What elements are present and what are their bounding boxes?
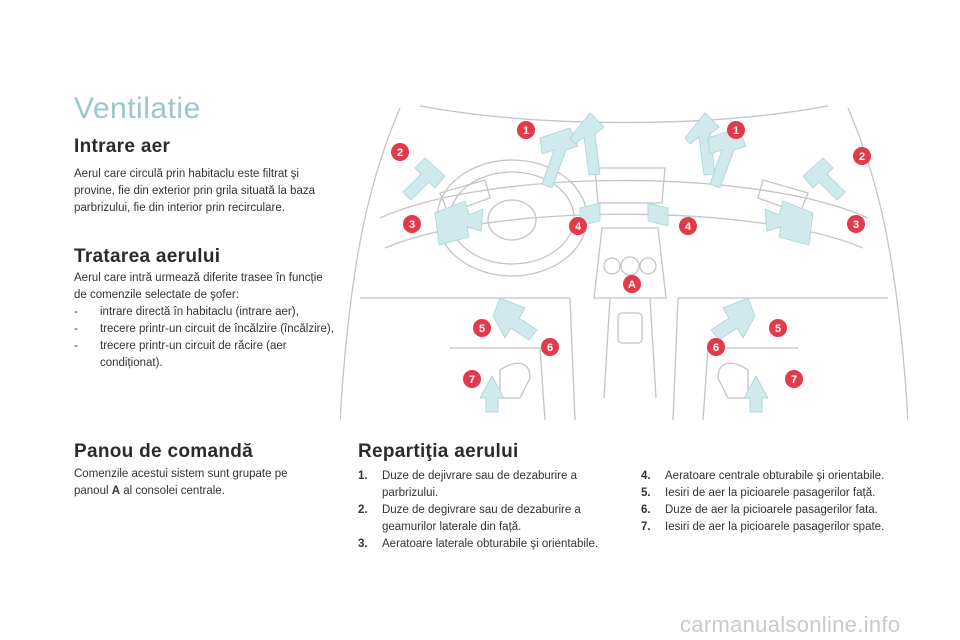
tratare-intro: Aerul care intră urmează diferite trasee… — [74, 272, 323, 301]
callout-badge: 6 — [541, 338, 559, 356]
list-item: 5.Iesiri de aer la picioarele pasagerilo… — [641, 487, 876, 499]
svg-text:6: 6 — [713, 342, 719, 354]
callout-badge: 2 — [853, 147, 871, 165]
list-item: 1.Duze de dejivrare sau de dezaburire a … — [358, 470, 577, 499]
svg-text:7: 7 — [791, 374, 797, 386]
callout-badge: 1 — [517, 121, 535, 139]
interior-lines — [340, 105, 908, 420]
svg-text:3: 3 — [853, 219, 859, 231]
list-item: 6.Duze de aer la picioarele pasagerilor … — [641, 504, 878, 516]
heading-intrare-aer: Intrare aer — [74, 136, 171, 157]
callout-badge: 6 — [707, 338, 725, 356]
tratare-bullet: -trecere printr-un circuit de răcire (ae… — [74, 340, 287, 369]
panel-letter: A — [111, 485, 121, 497]
paragraph-panou: Comenzile acestui sistem sunt grupate pe… — [74, 468, 288, 497]
repartitia-list-left: 1.Duze de dejivrare sau de dezaburire a … — [358, 468, 623, 553]
svg-text:7: 7 — [469, 374, 475, 386]
callout-badge: 5 — [769, 319, 787, 337]
list-item: 7.Iesiri de aer la picioarele pasagerilo… — [641, 521, 885, 533]
callout-badge: 3 — [403, 215, 421, 233]
svg-text:6: 6 — [547, 342, 553, 354]
callout-badge: 1 — [727, 121, 745, 139]
heading-tratarea-aerului: Tratarea aerului — [74, 246, 221, 267]
tratare-block: Aerul care intră urmează diferite trasee… — [74, 270, 336, 372]
callout-badge: 5 — [473, 319, 491, 337]
svg-text:5: 5 — [775, 323, 781, 335]
svg-text:5: 5 — [479, 323, 485, 335]
callout-badge: 4 — [679, 217, 697, 235]
heading-repartitia-aerului: Repartiţia aerului — [358, 441, 519, 462]
tratare-bullet: -intrare directă în habitaclu (intrare a… — [74, 306, 299, 318]
callout-badge: 2 — [391, 143, 409, 161]
repartitia-list-right: 4.Aeratoare centrale obturabile şi orien… — [641, 468, 911, 536]
heading-panou-de-comanda: Panou de comandă — [74, 441, 254, 462]
car-interior-illustration: 1 1 2 2 3 3 4 4 A 5 5 6 6 7 7 — [340, 105, 908, 420]
svg-text:2: 2 — [859, 151, 865, 163]
callouts: 1 1 2 2 3 3 4 4 A 5 5 6 6 7 7 — [391, 121, 871, 388]
list-item: 3.Aeratoare laterale obturabile şi orien… — [358, 538, 599, 550]
page-title: Ventilatie — [74, 92, 201, 125]
list-item: 4.Aeratoare centrale obturabile şi orien… — [641, 470, 885, 482]
list-item: 2.Duze de degivrare sau de dezaburire a … — [358, 504, 581, 533]
svg-text:3: 3 — [409, 219, 415, 231]
tratare-bullet: -trecere printr-un circuit de încălzire … — [74, 323, 334, 335]
footer-watermark: carmanualsonline.info — [680, 612, 901, 637]
svg-text:2: 2 — [397, 147, 403, 159]
svg-text:4: 4 — [685, 221, 692, 233]
callout-badge: 7 — [463, 370, 481, 388]
svg-text:4: 4 — [575, 221, 582, 233]
callout-badge: 7 — [785, 370, 803, 388]
callout-badge: 3 — [847, 215, 865, 233]
airflow-arrows — [402, 112, 846, 413]
callout-badge: 4 — [569, 217, 587, 235]
svg-text:A: A — [628, 279, 636, 291]
svg-text:1: 1 — [523, 125, 529, 137]
svg-text:1: 1 — [733, 125, 739, 137]
paragraph-intrare-aer: Aerul care circulă prin habitaclu este f… — [74, 168, 315, 214]
callout-badge: A — [623, 275, 641, 293]
